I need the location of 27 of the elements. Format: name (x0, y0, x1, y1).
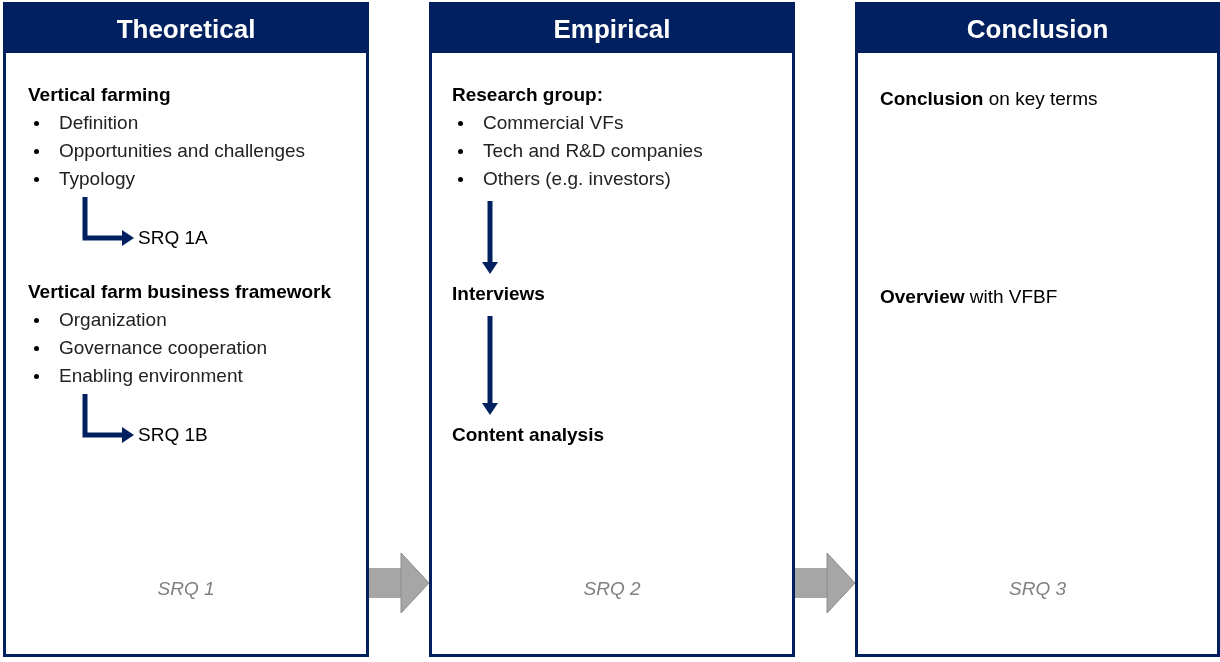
panel-title: Theoretical (6, 5, 366, 53)
bullet-text: Enabling environment (59, 364, 243, 388)
stage-panel (429, 2, 795, 657)
bullet-text: Tech and R&D companies (483, 139, 703, 163)
bullet-text: Governance cooperation (59, 336, 268, 360)
section-heading: Vertical farming (28, 83, 172, 107)
bullet-text: Definition (59, 111, 139, 135)
srq-label: SRQ 3 (1008, 577, 1067, 601)
section-heading: Research group: (452, 83, 604, 107)
srq-label: SRQ 2 (582, 577, 642, 601)
bullet-text: Others (e.g. investors) (483, 167, 671, 191)
step-label: SRQ 1A (138, 224, 208, 252)
bullet-text: Typology (59, 167, 136, 191)
text-line: Conclusion on key terms (880, 85, 1098, 113)
step-label: SRQ 1B (138, 421, 208, 449)
bullet-text: Commercial VFs (483, 111, 624, 135)
panel-title: Empirical (432, 5, 792, 53)
bullet-text: Organization (59, 308, 167, 332)
stage-panel (3, 2, 369, 657)
section-heading: Vertical farm business framework (28, 280, 332, 304)
srq-label: SRQ 1 (156, 577, 216, 601)
bullet-text: Opportunities and challenges (59, 139, 306, 163)
stage-panel (855, 2, 1220, 657)
text-line: Overview with VFBF (880, 283, 1058, 311)
step-label: Interviews (452, 280, 545, 308)
step-label: Content analysis (452, 421, 605, 449)
panel-title: Conclusion (858, 5, 1217, 53)
